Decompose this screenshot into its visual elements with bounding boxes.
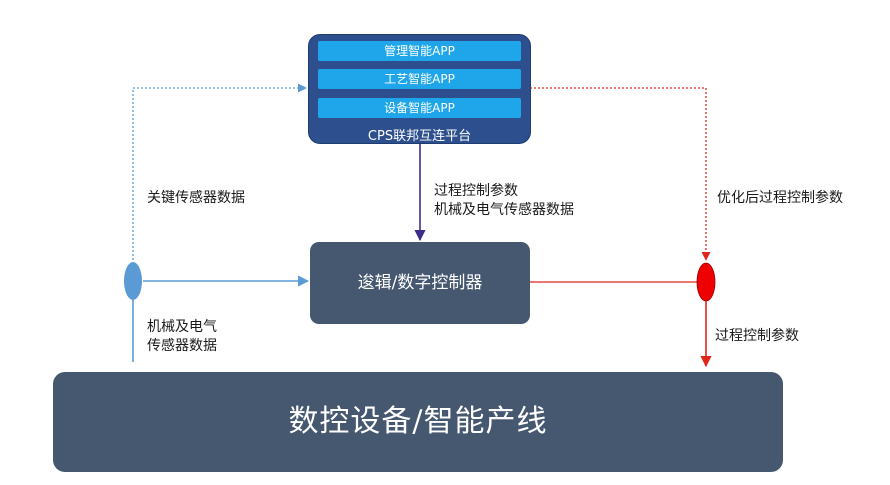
equipment-box: 数控设备/智能产线 bbox=[53, 372, 783, 472]
process-app-bar: 工艺智能APP bbox=[318, 69, 521, 89]
key-sensor-data-label: 关键传感器数据 bbox=[147, 190, 245, 206]
right-merge-node bbox=[696, 262, 716, 302]
sensor-data-line: 机械及电气传感器数据 bbox=[434, 202, 574, 218]
cps-platform-label: CPS联邦互连平台 bbox=[367, 129, 472, 144]
process-params-line: 过程控制参数 bbox=[434, 183, 518, 199]
mech-elec-sensor-data-line-2: 传感器数据 bbox=[147, 338, 217, 354]
process-params-label: 过程控制参数 bbox=[715, 328, 799, 344]
cps-platform-box: 管理智能APP 工艺智能APP 设备智能APP CPS联邦互连平台 bbox=[308, 34, 531, 144]
mech-elec-sensor-data-label: 机械及电气 传感器数据 bbox=[147, 318, 217, 356]
optimized-params-label: 优化后过程控制参数 bbox=[717, 190, 843, 206]
process-and-sensor-label: 过程控制参数 机械及电气传感器数据 bbox=[434, 182, 574, 220]
equipment-app-bar: 设备智能APP bbox=[318, 98, 521, 118]
optimized-params-connector bbox=[530, 87, 711, 261]
left-split-node bbox=[124, 262, 142, 300]
controller-box: 逡辑/数字控制器 bbox=[310, 242, 530, 324]
key-sensor-data-connector bbox=[132, 83, 307, 264]
mech-elec-sensor-data-line-1: 机械及电气 bbox=[147, 319, 217, 335]
management-app-bar: 管理智能APP bbox=[318, 41, 521, 61]
